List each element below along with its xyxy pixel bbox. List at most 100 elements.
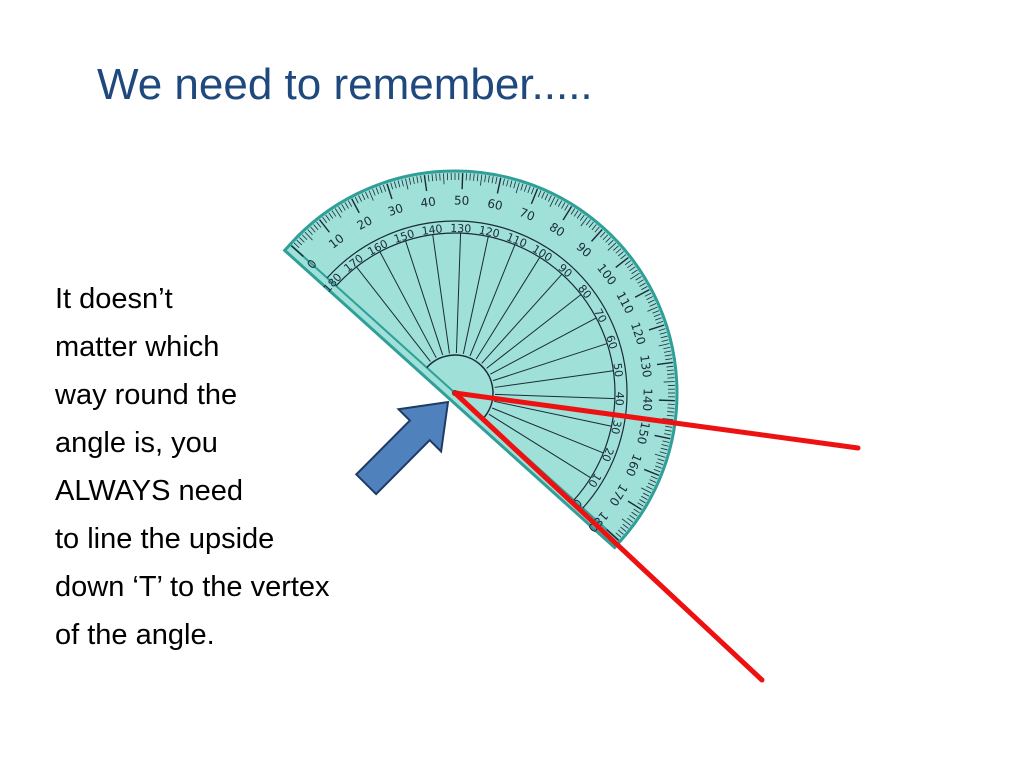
protractor-tick [664, 350, 672, 353]
outer-scale-label: 40 [420, 194, 437, 210]
angle-rays [452, 390, 861, 683]
protractor-tick [646, 296, 653, 300]
angle-ray [452, 390, 861, 451]
protractor-tick [310, 226, 316, 233]
protractor-tick [646, 486, 653, 490]
protractor-tick [658, 399, 675, 402]
protractor-tick [585, 219, 591, 226]
protractor-tick [408, 177, 412, 185]
inner-scale-label: 50 [610, 362, 625, 378]
protractor-tick [620, 254, 627, 260]
protractor-tick [313, 224, 319, 231]
outer-scale-label: 140 [640, 388, 655, 411]
body-line: way round the [55, 379, 238, 411]
protractor-tick [541, 191, 545, 199]
protractor-tick [663, 346, 671, 350]
body-line: angle is, you [55, 427, 218, 459]
protractor-tick [658, 328, 666, 332]
protractor-tick [656, 361, 673, 366]
protractor-spoke [494, 370, 614, 388]
outer-scale-label: 20 [355, 213, 375, 233]
protractor-tick [642, 492, 650, 497]
protractor-tick [557, 200, 563, 207]
protractor-tick [591, 224, 597, 231]
inner-scale-label: 120 [478, 224, 501, 241]
protractor-tick [607, 239, 614, 246]
protractor-tick [530, 188, 539, 205]
protractor-spoke [455, 233, 462, 354]
inner-scale-label: 140 [421, 222, 444, 238]
protractor-tick [427, 174, 430, 182]
protractor-tick [617, 251, 624, 257]
protractor-tick [368, 190, 374, 201]
protractor-tick [412, 176, 415, 184]
protractor-tick [665, 358, 673, 361]
protractor-tick [615, 257, 629, 268]
protractor-tick [435, 173, 437, 181]
protractor-tick [443, 173, 445, 185]
protractor-tick [487, 175, 490, 183]
protractor-tick [502, 178, 505, 186]
protractor-tick [570, 208, 576, 215]
protractor-tick [316, 221, 322, 228]
outer-scale-label: 60 [486, 196, 504, 213]
protractor-tick [661, 444, 669, 447]
protractor-tick [390, 182, 394, 190]
slide-title: We need to remember..... [97, 60, 593, 109]
protractor-tick [416, 176, 419, 184]
protractor-spoke [492, 343, 608, 382]
protractor-tick [662, 440, 670, 443]
protractor-tick [658, 343, 670, 347]
outer-scale-label: 50 [454, 193, 470, 208]
protractor-tick [576, 212, 582, 219]
body-line: matter which [55, 331, 220, 363]
protractor-tick [627, 517, 634, 523]
protractor-spoke [469, 244, 516, 357]
protractor-tick [358, 195, 362, 202]
protractor-tick [607, 242, 617, 251]
protractor-tick [641, 495, 648, 501]
protractor-spoke [475, 257, 541, 360]
protractor-tick [299, 237, 305, 243]
protractor-tick [648, 324, 665, 331]
protractor-tick [301, 234, 308, 241]
inner-scale-label: 40 [613, 392, 626, 406]
protractor-tick [664, 433, 672, 436]
protractor-tick [664, 429, 672, 432]
protractor-tick [382, 184, 387, 192]
outer-scale-label: 150 [634, 420, 652, 445]
protractor-tick [657, 458, 665, 462]
protractor-tick [580, 217, 588, 227]
protractor-tick [656, 461, 664, 466]
outer-scale-label: 70 [517, 205, 536, 224]
protractor-tick [513, 181, 517, 189]
protractor-tick [397, 180, 401, 188]
protractor-tick [509, 180, 513, 188]
protractor-tick [666, 414, 674, 417]
protractor-tick [461, 173, 464, 190]
protractor-tick [615, 532, 622, 538]
protractor-tick [639, 499, 646, 504]
protractor-centre-arc [426, 354, 494, 419]
protractor-spoke [494, 393, 615, 400]
protractor-tick [652, 310, 660, 314]
protractor-tick [655, 465, 662, 469]
protractor-tick [637, 279, 644, 284]
protractor-tick [548, 195, 552, 202]
protractor-tick [515, 182, 520, 194]
outer-scale-label: 80 [547, 220, 567, 240]
protractor-tick [635, 276, 642, 281]
protractor-tick [666, 365, 674, 368]
protractor-tick [361, 193, 366, 201]
protractor-tick [615, 248, 622, 254]
protractor-tick [666, 369, 674, 372]
protractor-tick [665, 425, 673, 428]
protractor-tick [629, 266, 636, 272]
protractor-tick [423, 175, 428, 192]
protractor-tick [588, 221, 594, 228]
protractor-tick [631, 269, 638, 275]
protractor-tick [667, 411, 675, 413]
protractor-tick [664, 354, 672, 357]
